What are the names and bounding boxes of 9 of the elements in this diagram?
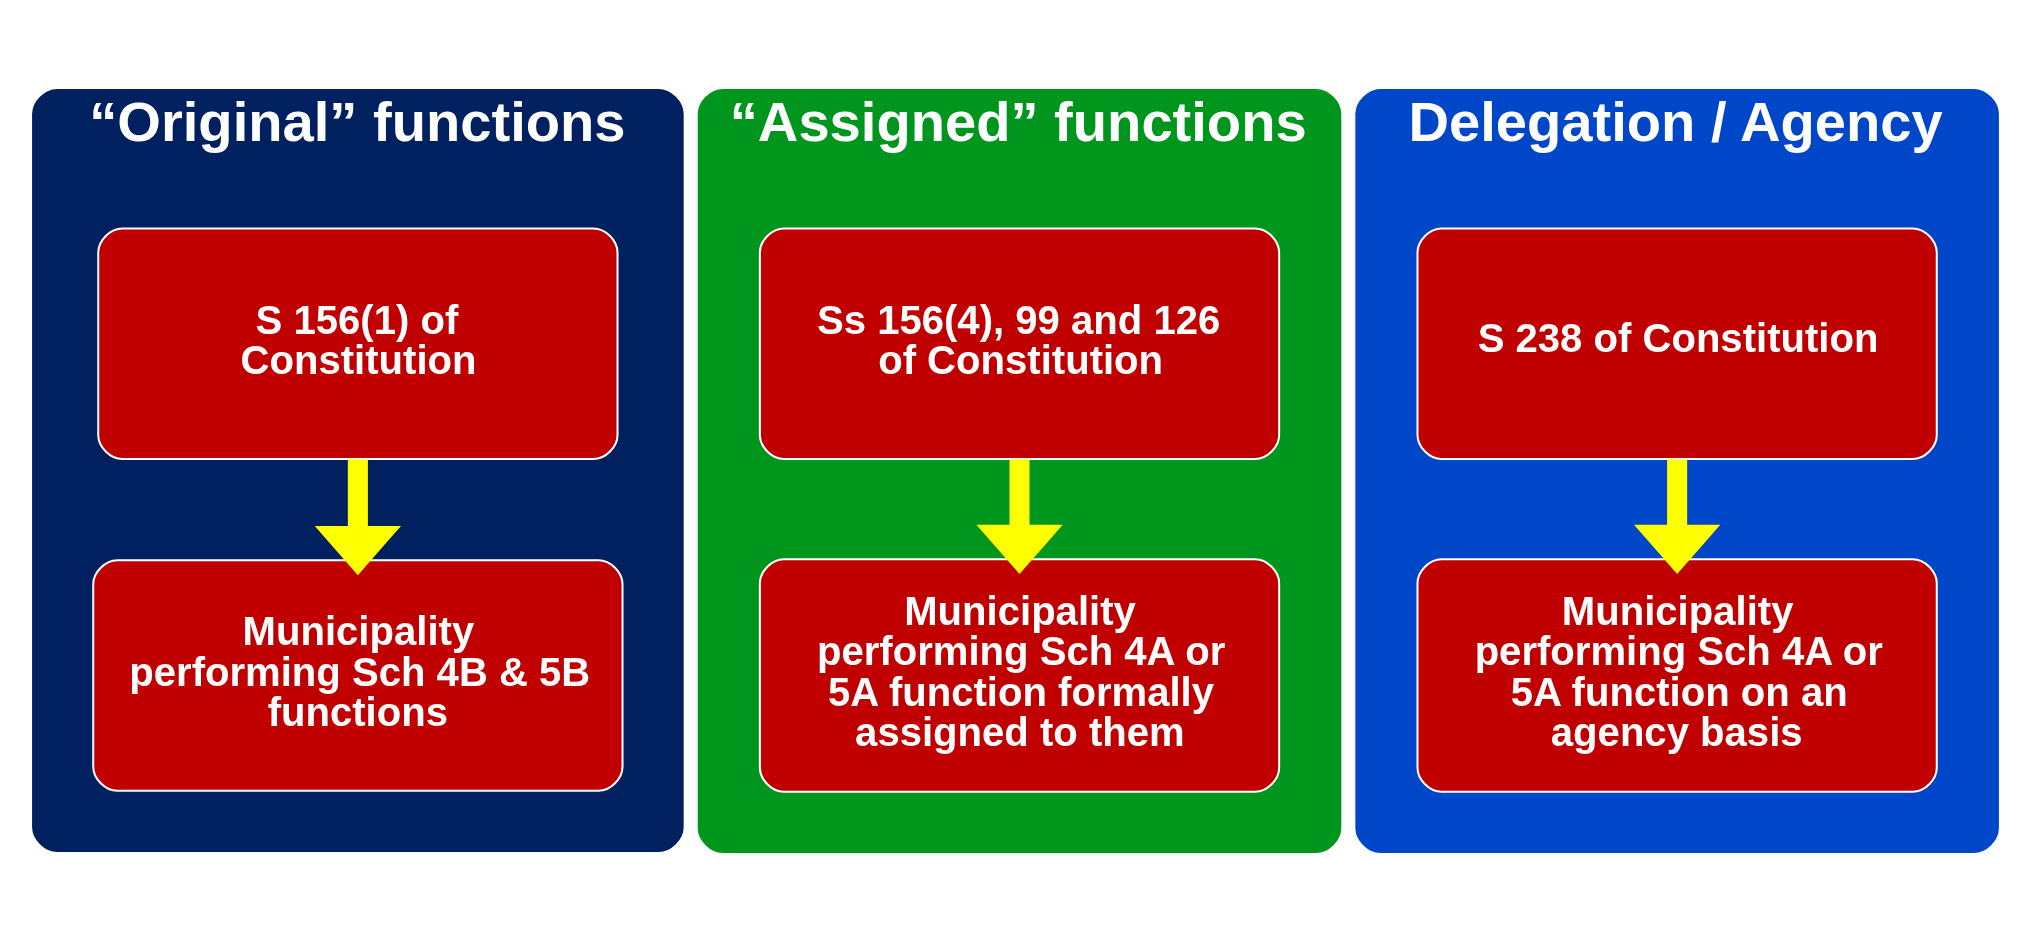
node-box: Ss 156(4), 99 and 126 of Constitution xyxy=(758,227,1281,460)
node-box: Municipality performing Sch 4A or 5A function formally assigned to them xyxy=(758,558,1281,793)
node-box: S 156(1) of Constitution xyxy=(97,227,619,460)
node-box: Municipality performing Sch 4A or 5A function on an agency basis xyxy=(1416,558,1938,793)
arrow xyxy=(1634,459,1721,575)
node-box: S 238 of Constitution xyxy=(1416,227,1938,460)
arrow xyxy=(314,459,402,576)
node-box: Municipality performing Sch 4B & 5B functions xyxy=(92,559,624,792)
arrow xyxy=(976,459,1063,575)
